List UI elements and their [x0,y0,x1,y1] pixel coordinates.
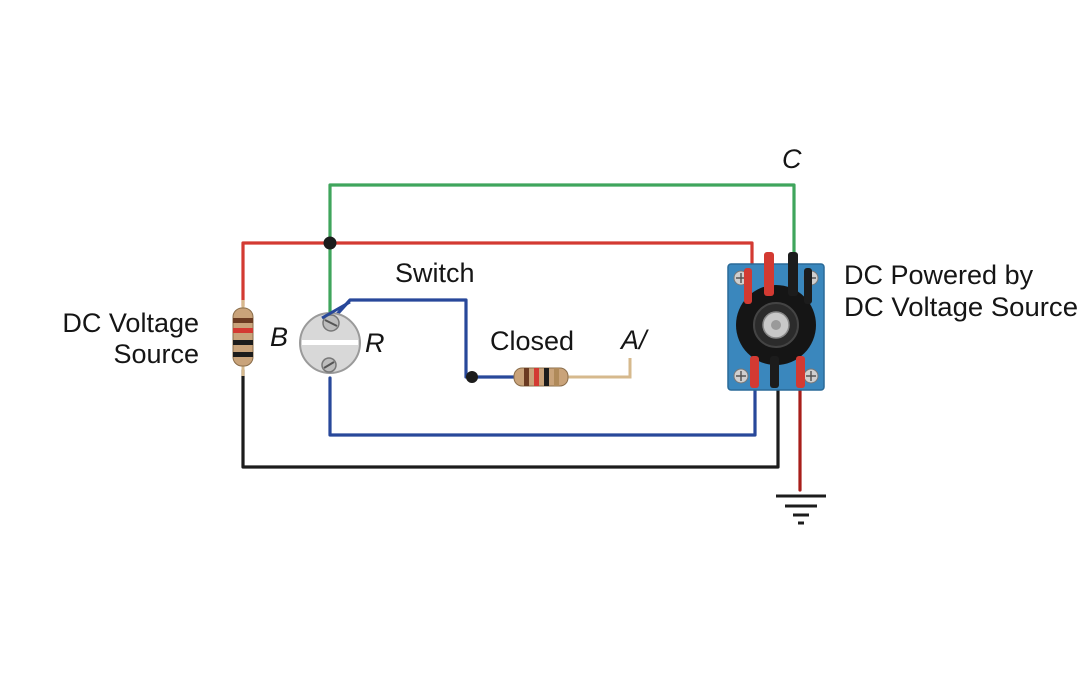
screw-top-icon [322,314,340,332]
dc-module[interactable] [727,252,825,391]
ground-icon [776,494,826,525]
left-source-label-line2: Source [113,339,199,369]
switch-label: Switch [395,258,475,288]
source-resistor [232,300,254,376]
module-screw-bl-icon [733,368,749,384]
right-label-line1: DC Powered by [844,260,1034,290]
black-wire-bottom [241,366,780,469]
lead-wire-a [565,358,632,379]
node-a-label: A/ [619,325,649,355]
junction-dot-top [323,236,337,250]
right-label-line2: DC Voltage Source [844,292,1078,322]
node-r-label: R [365,328,385,358]
node-b-label: B [270,322,288,352]
node-c-label: C [782,144,802,174]
switch-blade [321,300,351,320]
blue-wire-bottom [328,368,757,437]
screw-bottom-icon [321,357,337,373]
green-wire [328,183,796,314]
switch-body[interactable] [299,312,361,374]
left-source-label-line1: DC Voltage [62,308,199,338]
closed-resistor [513,367,569,387]
junction-dot-closed [466,371,478,383]
module-screw-br-icon [803,368,819,384]
closed-label: Closed [490,326,574,356]
red-wire-top [241,241,754,308]
